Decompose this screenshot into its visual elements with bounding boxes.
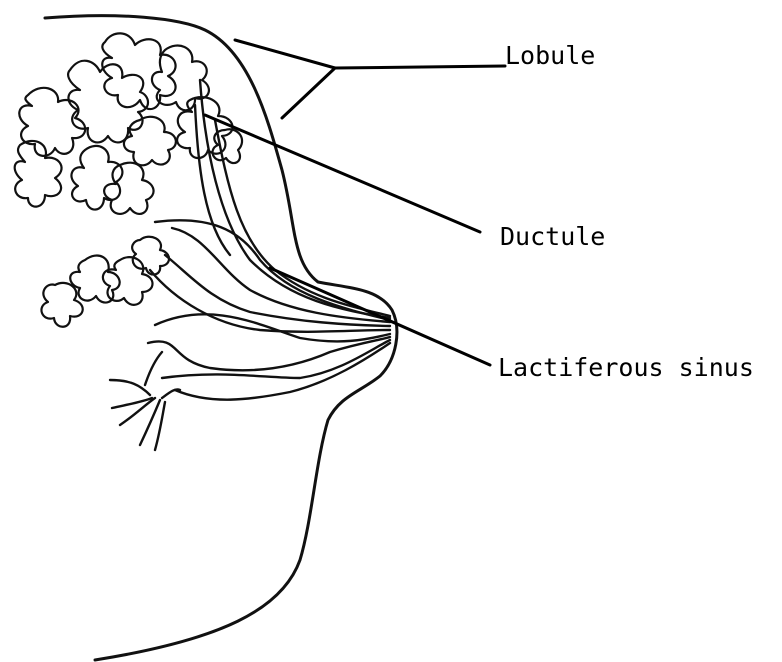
leader-lobule-horizontal <box>335 66 505 68</box>
leader-lobule-upper <box>235 40 335 68</box>
leader-lobule-lower <box>282 68 335 118</box>
leader-ductule <box>205 115 480 232</box>
ductule-branches <box>110 352 180 450</box>
label-lobule: Lobule <box>505 41 595 70</box>
lobules <box>15 33 242 326</box>
breast-outline <box>45 16 397 660</box>
label-ductule: Ductule <box>500 222 605 251</box>
label-lactiferous-sinus: Lactiferous sinus <box>498 353 754 382</box>
